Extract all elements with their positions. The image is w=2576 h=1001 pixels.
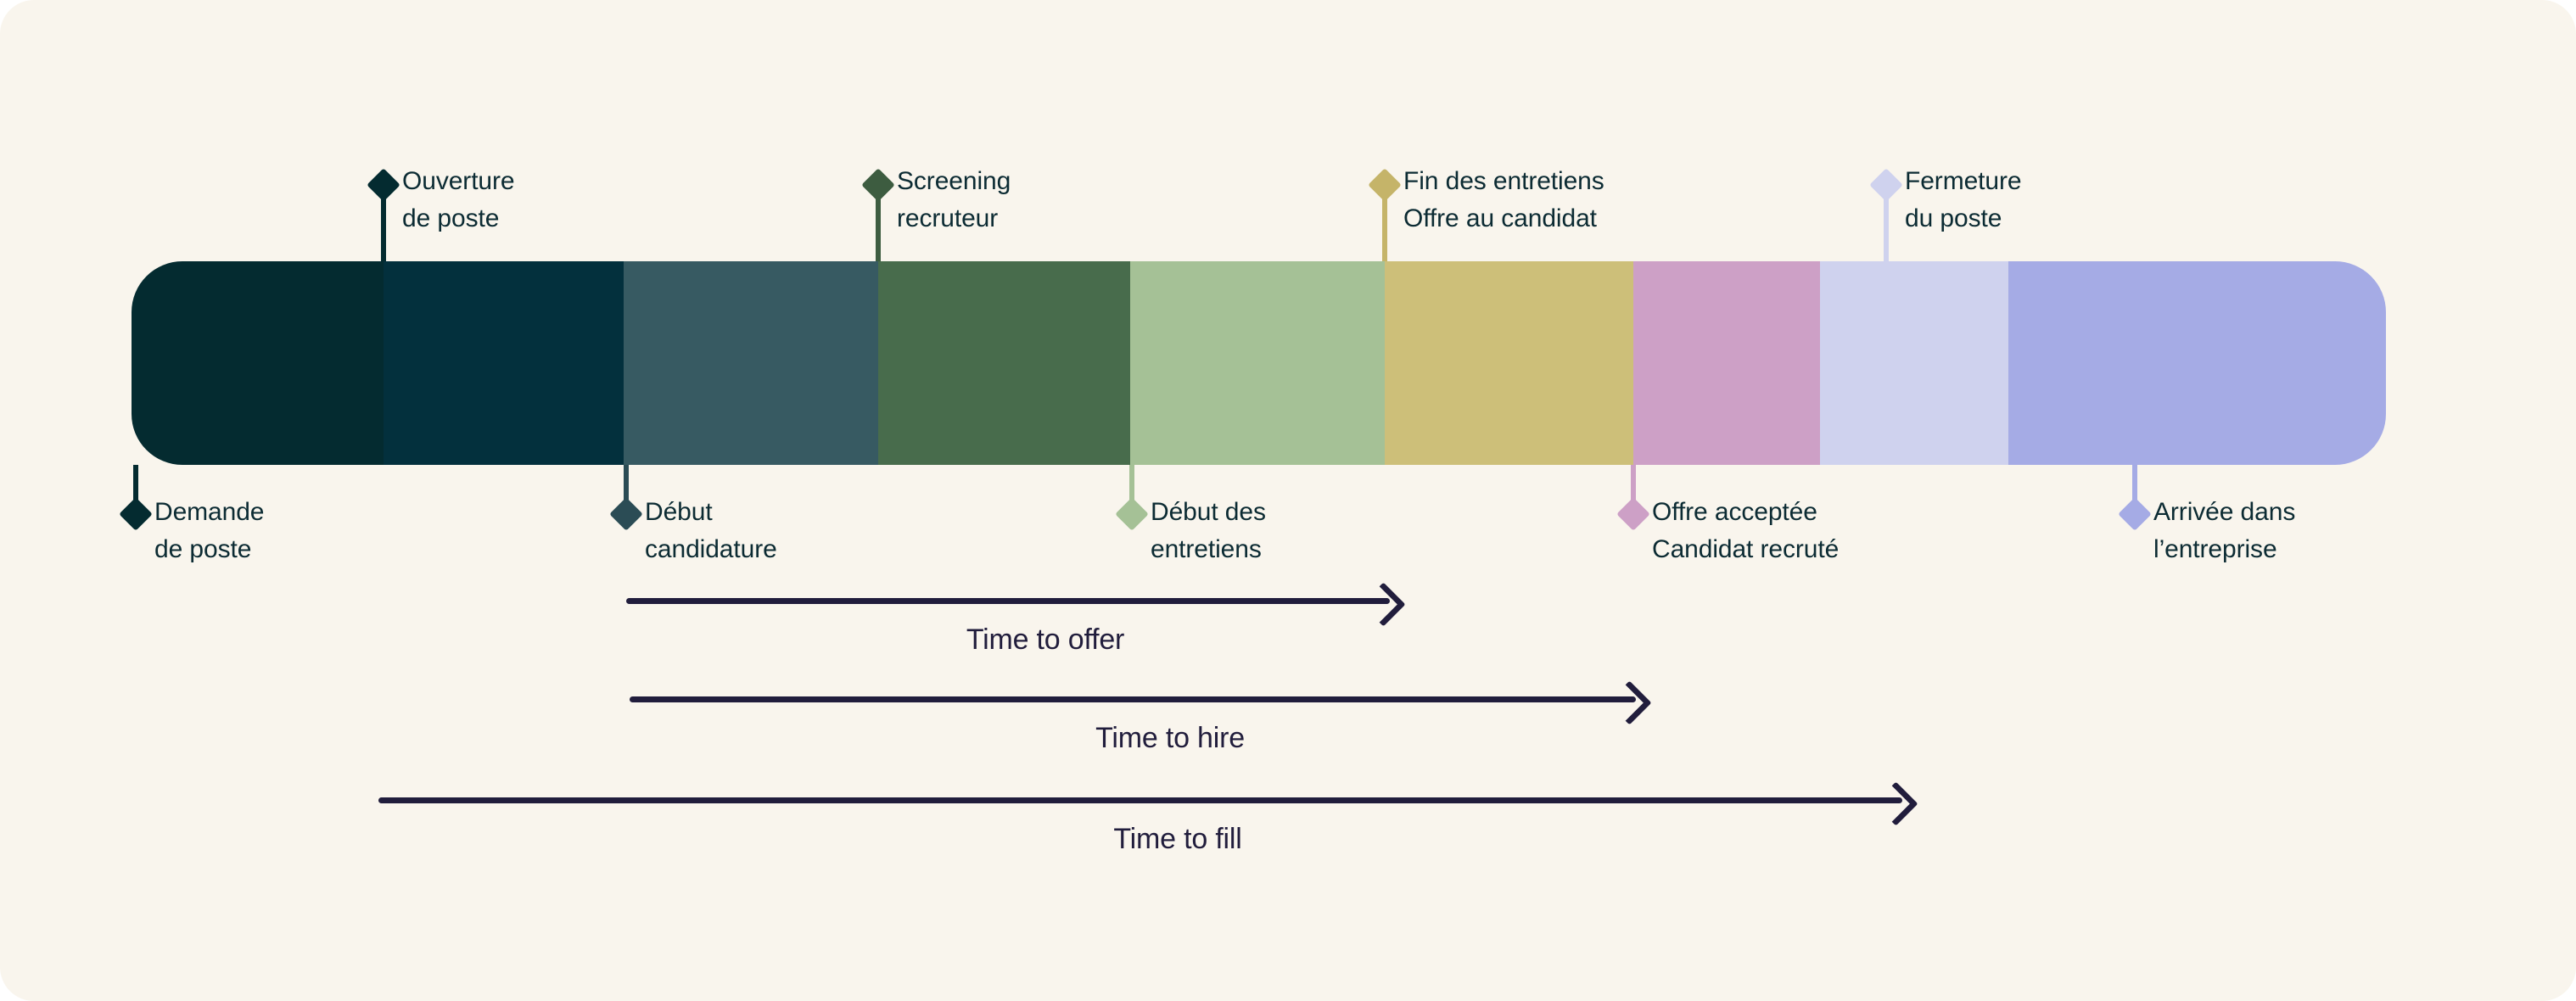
milestone-label-line: Demande <box>154 498 265 526</box>
arrow-line <box>626 598 1390 604</box>
bar-segment-screening-to-debut-entretiens <box>878 261 1130 465</box>
milestone-label-line: Candidat recruté <box>1652 535 1840 563</box>
arrow-label: Time to hire <box>1095 722 1245 754</box>
diamond-icon <box>1115 497 1149 531</box>
milestone-label: Demande de poste <box>154 494 264 568</box>
milestone-label: Fermeture du poste <box>1905 163 2022 238</box>
bar-segment-offre-acceptee-to-fermeture <box>1633 261 1820 465</box>
arrow-head-icon <box>1361 582 1406 627</box>
marker-stem <box>876 192 881 261</box>
marker-stem <box>1884 192 1889 261</box>
diamond-icon <box>119 497 153 531</box>
marker-stem <box>381 192 386 261</box>
milestone-label-line: Fermeture <box>1905 167 2022 195</box>
bar-segment-debut-candidature-to-screening <box>624 261 878 465</box>
arrow-line <box>630 696 1636 702</box>
milestone-label-line: Ouverture <box>402 167 515 195</box>
diamond-icon <box>367 168 400 202</box>
marker-stem <box>624 465 629 512</box>
milestone-label: Ouverture de poste <box>402 163 515 238</box>
arrow-label: Time to offer <box>966 624 1125 656</box>
arrow-label: Time to fill <box>1113 823 1242 855</box>
diamond-icon <box>1869 168 1903 202</box>
phase-bar <box>132 261 2386 465</box>
marker-stem <box>1382 192 1387 261</box>
marker-stem <box>133 465 138 512</box>
milestone-label-line: entretiens <box>1151 535 1262 563</box>
diamond-icon <box>1616 497 1650 531</box>
diamond-icon <box>609 497 643 531</box>
arrow-line <box>378 797 1902 803</box>
bar-segment-demande-to-ouverture <box>132 261 384 465</box>
milestone-label: Screening recruteur <box>897 163 1011 238</box>
bar-segment-fermeture-to-arrivee <box>1820 261 2008 465</box>
marker-stem <box>1631 465 1636 512</box>
arrow-head-icon <box>1873 781 1918 826</box>
diamond-icon <box>2118 497 2152 531</box>
milestone-label-line: Screening <box>897 167 1011 195</box>
bar-segment-ouverture-to-debut-candidature <box>384 261 624 465</box>
milestone-label-line: recruteur <box>897 204 999 232</box>
milestone-label: Début des entretiens <box>1151 494 1266 568</box>
diamond-icon <box>1368 168 1402 202</box>
milestone-label-line: Début des <box>1151 498 1266 526</box>
milestone-label: Arrivée dans l’entreprise <box>2153 494 2295 568</box>
milestone-label-line: de poste <box>402 204 500 232</box>
milestone-label-line: candidature <box>645 535 777 563</box>
milestone-label-line: Offre acceptée <box>1652 498 1817 526</box>
arrow-head-icon <box>1607 680 1652 725</box>
milestone-label-line: l’entreprise <box>2153 535 2277 563</box>
bar-segment-debut-entretiens-to-fin-entretiens <box>1130 261 1385 465</box>
diamond-icon <box>861 168 895 202</box>
milestone-label: Début candidature <box>645 494 777 568</box>
bar-segment-fin-entretiens-to-offre-acceptee <box>1385 261 1633 465</box>
milestone-label-line: du poste <box>1905 204 2002 232</box>
marker-stem <box>2132 465 2137 512</box>
milestone-label-line: Offre au candidat <box>1403 204 1597 232</box>
milestone-label-line: de poste <box>154 535 252 563</box>
bar-segment-arrivee-tail <box>2008 261 2386 465</box>
milestone-label-line: Début <box>645 498 713 526</box>
marker-stem <box>1129 465 1134 512</box>
milestone-label-line: Fin des entretiens <box>1403 167 1604 195</box>
milestone-label-line: Arrivée dans <box>2153 498 2296 526</box>
